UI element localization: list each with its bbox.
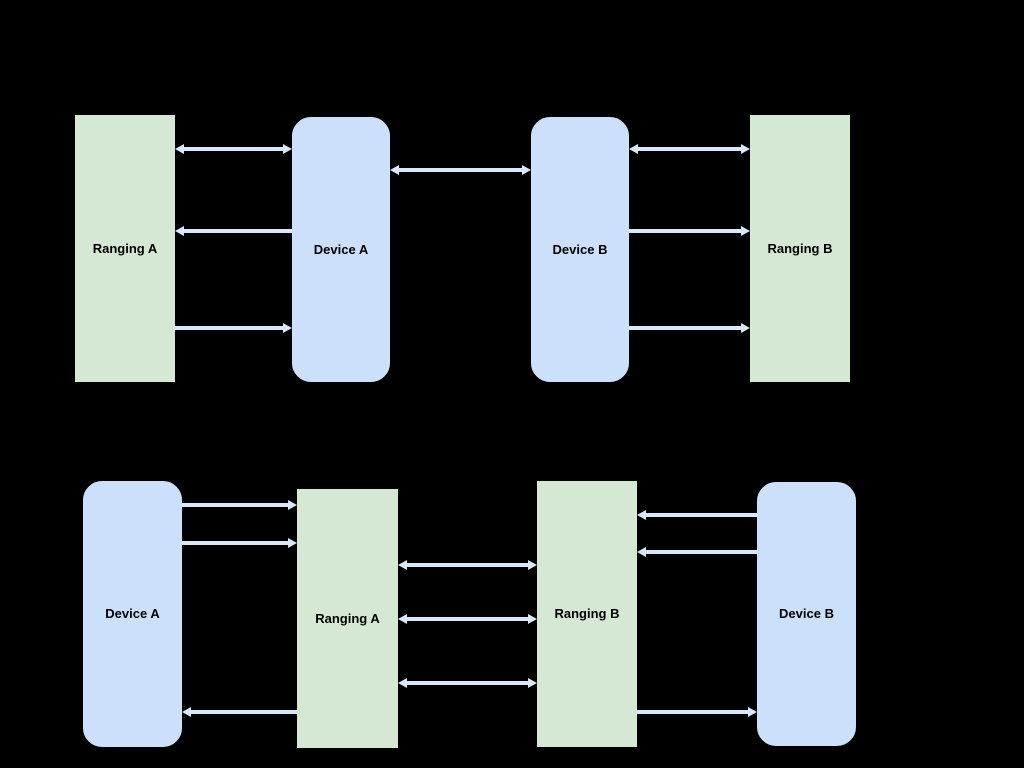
connector-arrow bbox=[175, 317, 292, 339]
connector-arrow bbox=[637, 504, 757, 526]
node-bot-ranging-b[interactable]: Ranging B bbox=[537, 481, 637, 747]
connector-arrow bbox=[175, 220, 292, 242]
connector-arrow bbox=[637, 701, 757, 723]
node-top-ranging-b[interactable]: Ranging B bbox=[750, 115, 850, 382]
node-bot-device-a[interactable]: Device A bbox=[83, 481, 182, 747]
node-bot-device-b[interactable]: Device B bbox=[757, 482, 856, 746]
connector-arrow bbox=[175, 138, 292, 160]
node-label: Device A bbox=[105, 606, 160, 622]
connector-arrow bbox=[390, 159, 531, 181]
connector-arrow bbox=[629, 317, 750, 339]
connector-arrow bbox=[629, 138, 750, 160]
node-label: Ranging A bbox=[315, 610, 380, 626]
connector-arrow bbox=[182, 701, 297, 723]
connector-arrow bbox=[182, 494, 297, 516]
connector-arrow bbox=[629, 220, 750, 242]
connector-arrow bbox=[398, 672, 537, 694]
node-label: Ranging B bbox=[554, 606, 620, 622]
connector-arrow bbox=[637, 541, 757, 563]
connector-arrow bbox=[398, 554, 537, 576]
node-bot-ranging-a[interactable]: Ranging A bbox=[297, 489, 398, 748]
connector-arrow bbox=[398, 608, 537, 630]
node-label: Device B bbox=[779, 606, 834, 622]
connector-arrow bbox=[182, 532, 297, 554]
